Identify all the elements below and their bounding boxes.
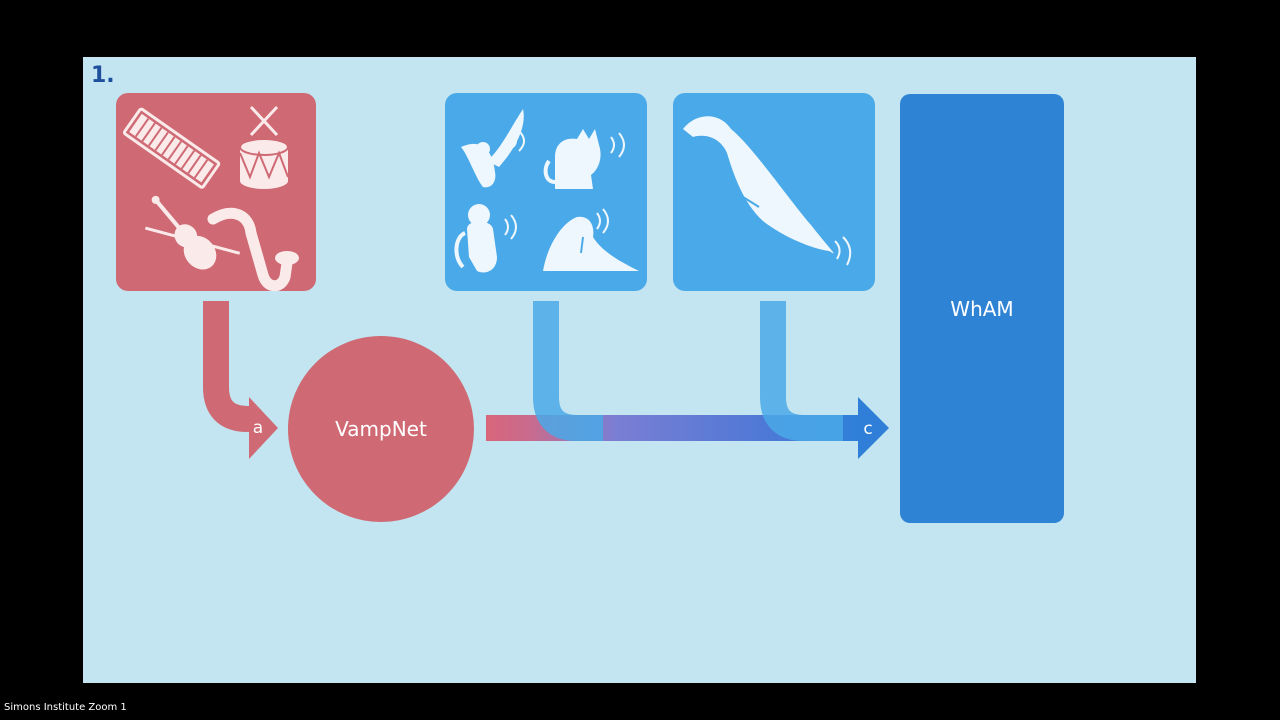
violin-icon — [144, 195, 241, 270]
whale-box — [673, 93, 875, 291]
wham-label: WhAM — [950, 297, 1013, 321]
animals-box — [445, 93, 647, 291]
wham-box: WhAM — [900, 94, 1064, 523]
zoom-window-label: Simons Institute Zoom 1 — [4, 702, 127, 713]
sperm-whale-icon — [683, 116, 852, 266]
arrow-a-label: a — [253, 418, 263, 438]
instruments-box — [116, 93, 316, 292]
connector-whale — [760, 301, 843, 441]
vampnet-node: VampNet — [288, 336, 474, 522]
arrow-c-label: c — [863, 419, 872, 439]
slide: 1. — [83, 57, 1196, 683]
connector-animals — [533, 301, 603, 441]
drum-icon — [239, 105, 289, 189]
keyboard-icon — [122, 107, 221, 189]
arrow-a: a — [203, 301, 278, 459]
diagram-canvas: WhAM a c VampNet — [116, 93, 1064, 523]
bird-icon — [461, 109, 525, 188]
vampnet-label: VampNet — [335, 417, 427, 441]
cat-icon — [543, 129, 625, 189]
saxophone-icon — [207, 207, 299, 292]
step-number: 1. — [91, 63, 115, 88]
monkey-icon — [454, 204, 517, 273]
walrus-icon — [543, 208, 639, 271]
